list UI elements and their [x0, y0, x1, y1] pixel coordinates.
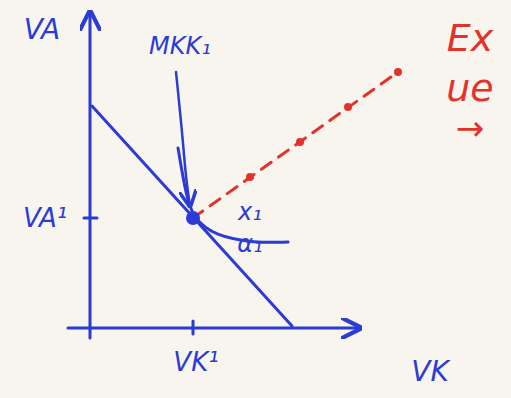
leader-line — [176, 72, 190, 206]
curve-label: α₁ — [237, 232, 262, 256]
tick-label: VA¹ — [23, 205, 67, 231]
note-text: → — [456, 111, 485, 145]
curve-label: x₁ — [238, 200, 262, 224]
vertical-axis — [89, 12, 92, 338]
tick-label: VK¹ — [173, 349, 218, 375]
expansion-point — [344, 103, 352, 111]
axis-tick — [192, 321, 195, 334]
expansion-point — [394, 68, 402, 76]
point-label: MKK₁ — [149, 34, 211, 58]
horizontal-axis — [68, 327, 360, 330]
note-text: ue — [446, 69, 493, 107]
optimum-point — [186, 211, 200, 225]
axis-tick — [84, 217, 97, 220]
expansion-point — [296, 138, 304, 146]
budget-line — [92, 106, 292, 326]
note-text: Ex — [447, 19, 494, 57]
expansion-path — [193, 72, 398, 218]
expansion-point — [246, 173, 254, 181]
axis-label: VK — [411, 358, 449, 386]
axis-label: VA — [24, 16, 60, 44]
